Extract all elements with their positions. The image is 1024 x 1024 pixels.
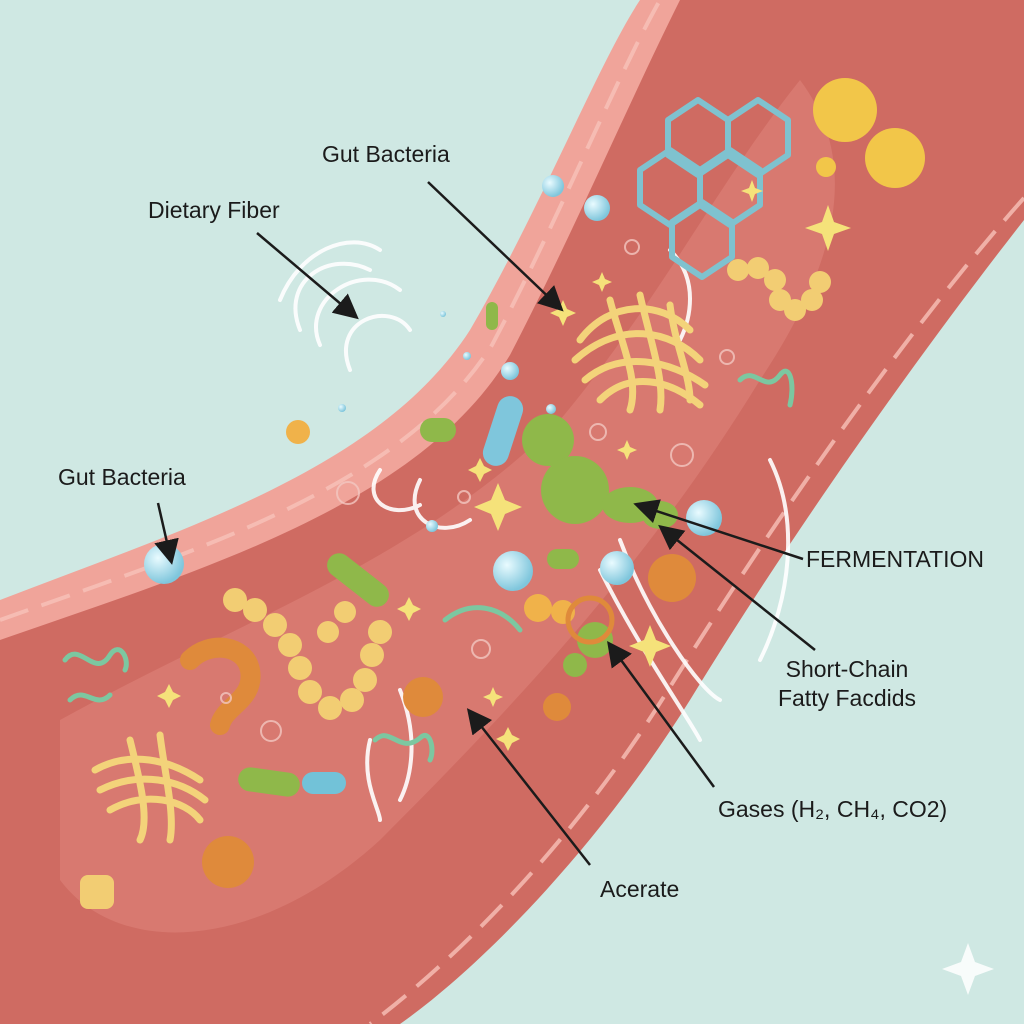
label-scfa-line2: Fatty Facdids <box>777 684 917 711</box>
orange-ball-a <box>524 594 552 622</box>
arrow-gut-bacteria-top <box>427 181 564 312</box>
fiber-tangle-center <box>571 291 709 414</box>
yellow-sphere-medium <box>865 128 925 188</box>
orange-clump-small <box>543 693 571 721</box>
wall-stripe-lower <box>368 196 1024 1024</box>
arrow-gut-bacteria-left <box>154 502 179 565</box>
label-acerate: Acerate <box>600 876 680 902</box>
green-rod-bacterium-top <box>486 302 498 330</box>
label-gut-bacteria-top: Gut Bacteria <box>322 141 450 167</box>
arrow-dietary-fiber <box>256 232 359 320</box>
arrow-fermentation <box>633 499 804 561</box>
blue-rod-bacterium-lower <box>302 772 346 794</box>
orange-clump-lower-left <box>202 836 254 888</box>
label-short-chain-fatty-acids: Short-Chain Fatty Facdids <box>768 655 926 713</box>
label-gut-bacteria-left: Gut Bacteria <box>58 464 186 490</box>
label-scfa-line1: Short-Chain <box>785 656 909 682</box>
green-rod-bacterium-lower <box>238 767 300 797</box>
arrow-scfa <box>658 524 816 651</box>
green-rod-bacterium-tiny <box>547 549 579 569</box>
green-squiggles <box>62 368 795 763</box>
bead-chain-upper-right <box>727 257 831 321</box>
gas-bubbles <box>144 175 722 591</box>
corner-sparkle-icon <box>942 943 994 995</box>
fiber-tangle-lower-left <box>91 731 209 844</box>
orange-clump-center <box>403 677 443 717</box>
sparkles <box>157 180 851 751</box>
orange-particle-left <box>286 420 310 444</box>
bead-chain-lower-left <box>223 588 392 720</box>
wall-stripe-upper <box>0 0 662 622</box>
yellow-sphere-small <box>816 157 836 177</box>
arrow-acerate <box>466 708 591 866</box>
fiber-hexagon-structure <box>637 97 791 280</box>
label-fermentation: FERMENTATION <box>806 546 985 572</box>
orange-clump-right <box>648 554 696 602</box>
label-dietary-fiber: Dietary Fiber <box>148 197 280 223</box>
arrow-gases <box>607 640 716 788</box>
label-gases: Gases (H₂, CH₄, CO2) <box>718 796 948 822</box>
yellow-square-particle <box>80 875 114 909</box>
lumen-highlight <box>60 80 835 933</box>
yellow-sphere-large <box>813 78 877 142</box>
blue-rod-bacterium <box>482 396 524 466</box>
faint-bubbles <box>220 239 735 742</box>
green-rod-bacterium <box>327 553 389 607</box>
orange-worm-bacterium <box>180 637 261 735</box>
orange-ring <box>565 595 615 645</box>
leader-arrows <box>154 181 816 866</box>
green-rod-bacterium-small <box>420 418 456 442</box>
